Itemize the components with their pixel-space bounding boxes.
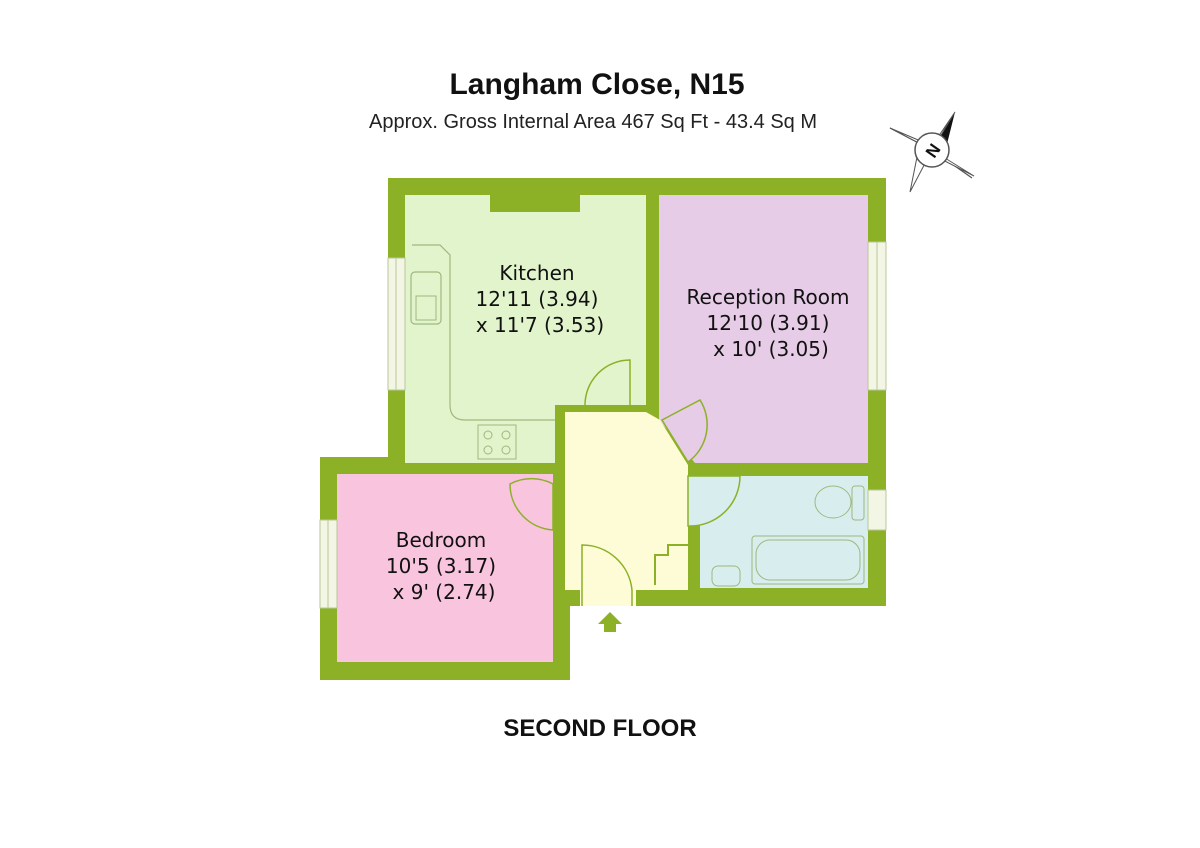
bedroom-dim-2: x 9' (2.74) bbox=[393, 580, 496, 604]
reception-dim-2: x 10' (3.05) bbox=[713, 337, 829, 361]
reception-name: Reception Room bbox=[687, 285, 850, 309]
reception-room bbox=[659, 195, 887, 464]
bedroom-room bbox=[319, 474, 554, 662]
bedroom-name: Bedroom bbox=[396, 528, 486, 552]
page-title: Langham Close, N15 bbox=[449, 68, 744, 101]
reception-dim-1: 12'10 (3.91) bbox=[707, 311, 830, 335]
kitchen-room bbox=[387, 195, 646, 463]
bedroom-dim-1: 10'5 (3.17) bbox=[386, 554, 496, 578]
bathroom bbox=[687, 475, 887, 588]
hallway bbox=[565, 412, 688, 606]
compass-icon: N bbox=[889, 111, 975, 193]
floor-label: SECOND FLOOR bbox=[503, 715, 696, 742]
area-subtitle: Approx. Gross Internal Area 467 Sq Ft - … bbox=[369, 111, 817, 133]
entrance-arrow-icon bbox=[598, 612, 622, 632]
kitchen-name: Kitchen bbox=[499, 261, 574, 285]
kitchen-dim-2: x 11'7 (3.53) bbox=[476, 313, 604, 337]
kitchen-dim-1: 12'11 (3.94) bbox=[476, 287, 599, 311]
